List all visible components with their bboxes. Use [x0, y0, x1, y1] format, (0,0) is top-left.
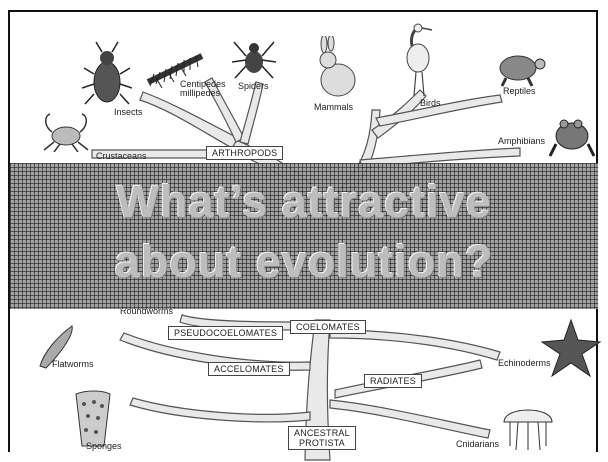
crab-icon — [40, 112, 92, 152]
label-mammals: Mammals — [314, 103, 353, 112]
echinoderm-branch — [330, 330, 500, 360]
label-cnidarians: Cnidarians — [456, 440, 499, 449]
label-echinoderms: Echinoderms — [498, 359, 551, 368]
group-pseudocoelomates: PSEUDOCOELOMATES — [168, 326, 283, 340]
group-radiates: RADIATES — [364, 374, 422, 388]
label-centipedes: Centipedes millipedes — [180, 80, 226, 99]
turtle-icon — [492, 48, 548, 88]
beetle-icon — [82, 40, 132, 110]
label-centipedes-line2: millipedes — [180, 88, 220, 98]
group-ancestral-protista: ANCESTRAL PROTISTA — [288, 426, 356, 450]
label-amphibians: Amphibians — [498, 137, 545, 146]
label-insects: Insects — [114, 108, 143, 117]
spider-icon — [232, 32, 276, 80]
label-sponges: Sponges — [86, 442, 122, 451]
starfish-icon — [540, 318, 602, 380]
headline-line1: What’s attractive — [10, 172, 598, 232]
slide-headline: What’s attractive about evolution? — [10, 172, 598, 292]
headline-line2: about evolution? — [10, 232, 598, 292]
group-coelomates: COELOMATES — [290, 320, 366, 334]
group-accelomates: ACCELOMATES — [208, 362, 290, 376]
label-flatworms: Flatworms — [52, 360, 94, 369]
jellyfish-icon — [500, 400, 556, 452]
label-reptiles: Reptiles — [503, 87, 536, 96]
ancestral-line2: PROTISTA — [299, 438, 345, 448]
label-birds: Birds — [420, 99, 441, 108]
ancestral-line1: ANCESTRAL — [294, 428, 350, 438]
group-arthropods: ARTHROPODS — [206, 146, 283, 160]
frog-icon — [548, 110, 596, 160]
rabbit-icon — [314, 36, 358, 100]
sponge-icon — [70, 388, 114, 448]
label-crustaceans: Crustaceans — [96, 152, 147, 161]
sponge-branch — [130, 398, 310, 422]
label-spiders: Spiders — [238, 82, 269, 91]
bird-icon — [396, 22, 440, 98]
